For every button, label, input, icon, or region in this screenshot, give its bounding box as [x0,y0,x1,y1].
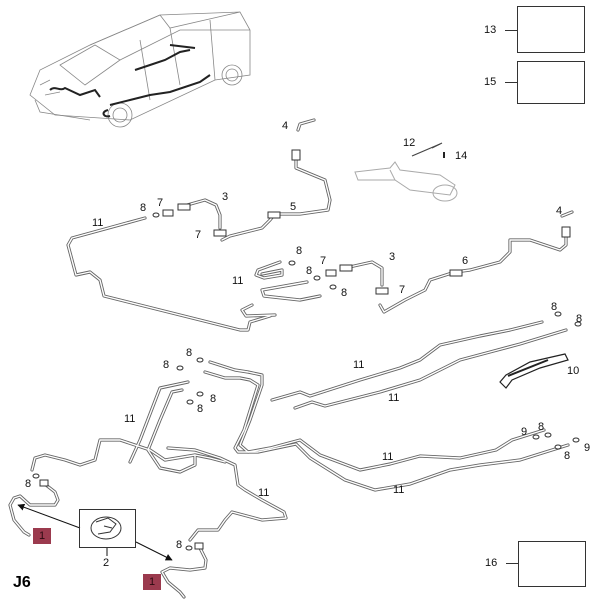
callout-8: 8 [140,202,147,214]
callout-14: 14 [455,150,468,162]
fitting-8-icon [196,391,204,397]
fitting-8-icon [32,473,40,479]
fitting-8-icon [554,311,562,317]
callout-7: 7 [399,284,406,296]
hose-end-3-icon [177,203,191,211]
callout-7: 7 [195,229,202,241]
callout-11: 11 [353,359,365,371]
fitting-8-icon [554,444,562,450]
leader-line-16 [506,563,518,564]
fitting-8-icon [574,321,582,327]
callout-11: 11 [232,275,244,287]
hose-end-3-icon [339,264,353,272]
callout-11: 11 [388,392,400,404]
callout-11: 11 [258,487,270,499]
callout-8: 8 [306,265,313,277]
callout-9: 9 [584,442,591,454]
diagram-code-label: J6 [13,574,31,591]
pointer-arrow [135,541,173,561]
callout-8: 8 [25,478,32,490]
highlight-badge-part-1[interactable]: 1 [33,528,51,544]
callout-11: 11 [124,413,136,425]
fitting-8-icon [329,284,337,290]
callout-8: 8 [163,359,170,371]
callout-3: 3 [389,251,396,263]
callout-16: 16 [485,557,498,569]
callout-11: 11 [382,451,394,463]
fitting-8-icon [313,275,321,281]
fitting-8-icon [186,399,194,405]
pipe-clip-icon [90,516,122,540]
callout-10: 10 [567,365,580,377]
callout-8: 8 [564,450,571,462]
callout-8: 8 [576,313,583,325]
hose-end-4-icon [561,226,571,238]
fitting-9-icon [532,434,540,440]
callout-5: 5 [290,201,297,213]
callout-8: 8 [341,287,348,299]
callout-7: 7 [157,197,164,209]
callout-8: 8 [538,421,545,433]
inset-box-part-15 [517,61,585,104]
connector-7-icon [325,269,337,277]
hose-end-6-icon [449,269,463,277]
fittings [32,149,582,551]
hose-end-icon [194,542,204,550]
callout-11: 11 [92,217,104,229]
leader-line-15 [505,82,517,83]
callout-8: 8 [186,347,193,359]
fitting-8-icon [288,260,296,266]
callout-15: 15 [484,76,497,88]
callout-7: 7 [320,255,327,267]
inset-box-part-16 [518,541,586,587]
callout-4: 4 [282,120,289,132]
callout-6: 6 [462,255,469,267]
fitting-8-icon [176,365,184,371]
callout-8: 8 [296,245,303,257]
callout-8: 8 [197,403,204,415]
connector-7-icon [375,287,389,295]
rod-part-12-icon [411,142,443,157]
pointer-arrow [17,503,81,529]
callout-8: 8 [210,393,217,405]
callout-11: 11 [393,484,405,496]
hose-end-5-icon [267,211,281,219]
hose-end-4-icon [291,149,301,161]
fitting-9-icon [572,437,580,443]
callout-8: 8 [551,301,558,313]
connector-7-icon [162,209,174,217]
fitting-8-icon [196,357,204,363]
inset-box-part-2 [79,509,136,548]
connector-7-icon [213,229,227,237]
callout-9: 9 [521,426,528,438]
muffler-icon [354,161,458,202]
callout-3: 3 [222,191,229,203]
leader-line-13 [505,30,517,31]
callout-2: 2 [103,557,110,569]
bracket-part-10-icon [499,353,569,389]
vehicle-overview-icon [29,11,251,128]
inset-box-part-13 [517,6,585,53]
callout-13: 13 [484,24,497,36]
hose-end-icon [39,479,49,487]
callout-8: 8 [176,539,183,551]
fitting-8-icon [544,432,552,438]
fitting-8-icon [185,545,193,551]
callout-12: 12 [403,137,416,149]
highlight-badge-part-1[interactable]: 1 [143,574,161,590]
brake-line-inner [9,119,573,598]
callout-4: 4 [556,205,563,217]
fitting-8-icon [152,212,160,218]
